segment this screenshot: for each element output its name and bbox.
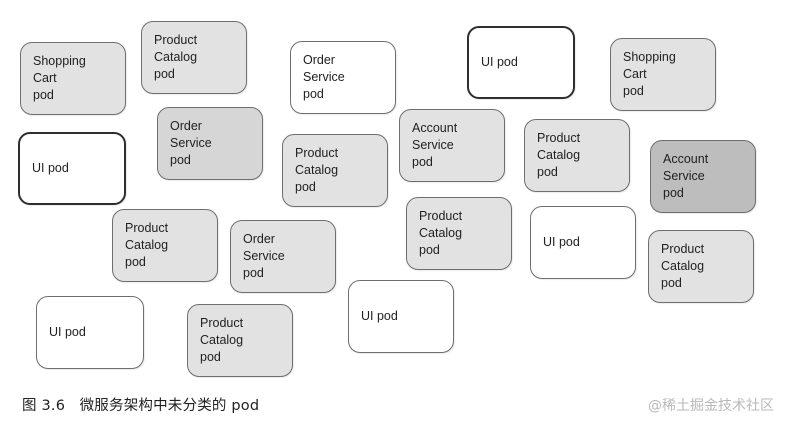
pod-product-catalog-7: Product Catalog pod (187, 304, 293, 377)
pod-product-catalog-2: Product Catalog pod (282, 134, 388, 207)
pod-ui-2: UI pod (18, 132, 126, 205)
pod-account-service-2: Account Service pod (650, 140, 756, 213)
figure-caption: 图 3.6 微服务架构中未分类的 pod (22, 398, 260, 414)
pod-product-catalog-5: Product Catalog pod (406, 197, 512, 270)
watermark: @稀土掘金技术社区 (648, 398, 774, 414)
pod-ui-5: UI pod (348, 280, 454, 353)
pod-product-catalog-4: Product Catalog pod (112, 209, 218, 282)
pod-order-service-2: Order Service pod (157, 107, 263, 180)
pod-shopping-cart-1: Shopping Cart pod (20, 42, 126, 115)
pod-order-service-3: Order Service pod (230, 220, 336, 293)
pod-product-catalog-3: Product Catalog pod (524, 119, 630, 192)
pod-product-catalog-1: Product Catalog pod (141, 21, 247, 94)
pod-ui-1: UI pod (467, 26, 575, 99)
pod-order-service-1: Order Service pod (290, 41, 396, 114)
pod-product-catalog-6: Product Catalog pod (648, 230, 754, 303)
pod-shopping-cart-2: Shopping Cart pod (610, 38, 716, 111)
pod-ui-3: UI pod (530, 206, 636, 279)
pod-account-service-1: Account Service pod (399, 109, 505, 182)
pod-ui-4: UI pod (36, 296, 144, 369)
